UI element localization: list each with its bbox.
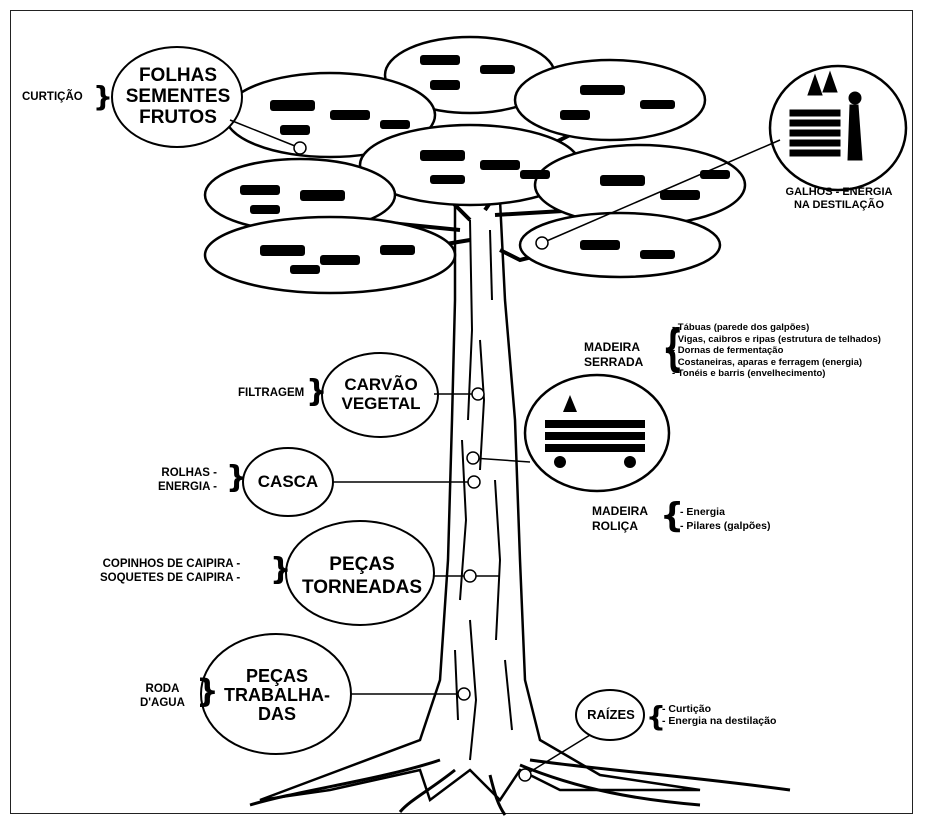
galhos-illustration — [770, 66, 906, 190]
pecas-torneadas-text: PEÇAS TORNEADAS — [292, 553, 432, 599]
roda-dagua-label: RODA D'AGUA — [140, 682, 185, 710]
folhas-text: FOLHAS SEMENTES FRUTOS — [118, 65, 238, 128]
casca-text: CASCA — [248, 472, 328, 491]
galhos-label: GALHOS - ENERGIA NA DESTILAÇÃO — [764, 186, 914, 212]
carvao-text: CARVÃO VEGETAL — [325, 375, 437, 413]
pecas-trabalhadas-text: PEÇAS TRABALHA- DAS — [212, 667, 342, 724]
raizes-text: RAÍZES — [580, 707, 642, 722]
copinhos-soquetes-label: COPINHOS DE CAIPIRA - SOQUETES DE CAIPIR… — [100, 557, 240, 585]
rolhas-brace: } — [226, 460, 247, 495]
madeira-rolica-list: - Energia - Pilares (galpões) — [680, 505, 770, 533]
madeira-rolica-title: MADEIRA ROLIÇA — [592, 504, 648, 534]
madeira-serrada-list: - Tábuas (parede dos galpões) - Vigas, c… — [672, 322, 881, 380]
curticao-brace: } — [93, 80, 113, 113]
madeira-serrada-title: MADEIRA SERRADA — [584, 340, 643, 370]
copinhos-brace: } — [270, 552, 291, 587]
rolhas-energia-label: ROLHAS - ENERGIA - — [158, 466, 217, 494]
madeira-rolica-illustration — [525, 375, 669, 491]
raizes-list: - Curtição - Energia na destilação — [662, 703, 776, 727]
curticao-label: CURTIÇÃO — [22, 90, 83, 104]
filtragem-label: FILTRAGEM — [238, 386, 304, 400]
